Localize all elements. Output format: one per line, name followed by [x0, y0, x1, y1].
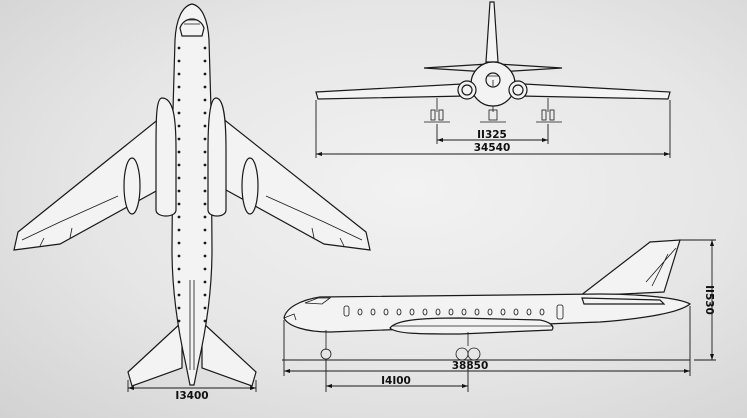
side-window: [383, 308, 389, 316]
plan-window-dot: [177, 59, 181, 63]
plan-window-dot: [203, 176, 207, 180]
plan-window-dot: [177, 202, 181, 206]
side-door: [556, 304, 564, 320]
front-span-label: 34540: [474, 142, 511, 154]
side-window: [409, 308, 415, 316]
side-window: [370, 308, 376, 316]
plan-window-dot: [177, 46, 181, 50]
plan-window-dot: [177, 293, 181, 297]
front-view: II325 34540: [315, 1, 671, 158]
plan-window-dot: [203, 293, 207, 297]
side-window: [526, 308, 532, 316]
plan-window-dot: [203, 202, 207, 206]
front-left-engine: [457, 80, 477, 100]
front-track-dimension: II325: [436, 124, 549, 144]
plan-view: I3400: [13, 3, 371, 402]
plan-window-dot: [203, 98, 207, 102]
side-window: [357, 308, 363, 316]
side-window: [435, 308, 441, 316]
plan-window-dot: [177, 189, 181, 193]
plan-window-dot: [177, 111, 181, 115]
front-span-dimension: 34540: [315, 100, 671, 158]
side-window: [474, 308, 480, 316]
plan-left-pod: [123, 157, 141, 215]
plan-window-dot: [203, 85, 207, 89]
plan-window-dot: [177, 163, 181, 167]
front-fin: [485, 1, 499, 63]
plan-window-dot: [203, 72, 207, 76]
side-wheelbase-label: I4I00: [381, 375, 411, 387]
plan-left-nacelle: [155, 97, 177, 217]
plan-window-dot: [203, 319, 207, 323]
side-window: [461, 308, 467, 316]
side-length-dimension: 38850: [283, 306, 691, 376]
plan-right-pod: [241, 157, 259, 215]
plan-window-dot: [177, 306, 181, 310]
plan-window-dot: [177, 72, 181, 76]
plan-span-label: I3400: [175, 390, 208, 402]
side-view: II530 38850 I4I00: [282, 239, 716, 392]
side-fin: [578, 239, 681, 297]
plan-window-dot: [177, 215, 181, 219]
plan-window-dot: [203, 280, 207, 284]
plan-window-dot: [177, 254, 181, 258]
plan-window-dot: [203, 228, 207, 232]
plan-window-dot: [177, 319, 181, 323]
plan-fuselage: [171, 3, 213, 386]
plan-window-dot: [177, 150, 181, 154]
plan-window-dot: [203, 137, 207, 141]
side-height-dimension: II530: [680, 239, 716, 361]
plan-span-dimension: I3400: [127, 380, 257, 402]
plan-window-dot: [203, 306, 207, 310]
plan-window-dot: [203, 254, 207, 258]
side-wheelbase-dimension: I4I00: [325, 360, 469, 392]
side-window: [487, 308, 493, 316]
side-window: [513, 308, 519, 316]
side-window: [396, 308, 402, 316]
plan-window-dot: [203, 150, 207, 154]
plan-window-dot: [203, 59, 207, 63]
side-landing-gear: [320, 330, 481, 361]
plan-window-dot: [177, 241, 181, 245]
plan-window-dot: [177, 85, 181, 89]
plan-window-dot: [203, 267, 207, 271]
plan-window-dot: [177, 280, 181, 284]
side-height-label: II530: [703, 285, 715, 315]
plan-window-dot: [203, 111, 207, 115]
plan-window-dot: [203, 124, 207, 128]
side-window: [539, 308, 545, 316]
plan-window-dot: [203, 215, 207, 219]
plan-right-nacelle: [207, 97, 227, 217]
plan-window-dot: [177, 228, 181, 232]
side-window: [500, 308, 506, 316]
plan-window-dot: [177, 267, 181, 271]
plan-left-stabilizer: [127, 320, 183, 387]
plan-window-dot: [177, 98, 181, 102]
side-length-label: 38850: [452, 360, 489, 372]
side-window: [422, 308, 428, 316]
plan-right-stabilizer: [201, 320, 257, 387]
front-landing-gear: [424, 98, 562, 123]
plan-window-dots: [177, 46, 207, 323]
plan-window-dot: [177, 176, 181, 180]
side-window-row: [357, 308, 545, 316]
side-window: [448, 308, 454, 316]
front-right-engine: [508, 80, 528, 100]
plan-window-dot: [203, 46, 207, 50]
plan-window-dot: [177, 124, 181, 128]
plan-window-dot: [203, 163, 207, 167]
plan-window-dot: [203, 189, 207, 193]
front-track-label: II325: [477, 129, 507, 141]
plan-window-dot: [203, 241, 207, 245]
plan-window-dot: [177, 137, 181, 141]
